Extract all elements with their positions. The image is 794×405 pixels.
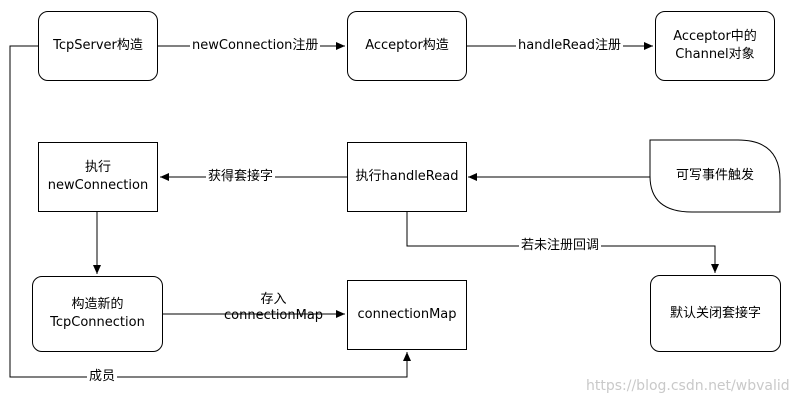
label-if-no-callback: 若未注册回调 — [519, 238, 602, 254]
node-acceptor-channel: Acceptor中的 Channel对象 — [655, 11, 775, 81]
node-default-close-socket: 默认关闭套接字 — [650, 275, 781, 352]
writable-event-shape — [649, 139, 781, 213]
node-connection-map: connectionMap — [347, 280, 467, 350]
node-construct-tcpconnection: 构造新的 TcpConnection — [32, 276, 163, 352]
edge-member — [9, 45, 411, 378]
label-handleread-register: handleRead注册 — [516, 38, 623, 54]
node-tcpserver-construct: TcpServer构造 — [38, 11, 158, 81]
node-exec-handleread: 执行handleRead — [347, 142, 467, 212]
node-exec-newconnection: 执行 newConnection — [38, 142, 158, 212]
label-member: 成员 — [87, 369, 118, 385]
label-store-in-map: 存入 connectionMap — [224, 292, 324, 323]
watermark-text: https://blog.csdn.net/wbvalid — [586, 378, 790, 394]
node-writable-event: 可写事件触发 — [675, 168, 754, 183]
node-acceptor-construct: Acceptor构造 — [347, 11, 467, 81]
label-newconnection-register: newConnection注册 — [190, 38, 321, 54]
label-get-socket: 获得套接字 — [206, 169, 276, 185]
